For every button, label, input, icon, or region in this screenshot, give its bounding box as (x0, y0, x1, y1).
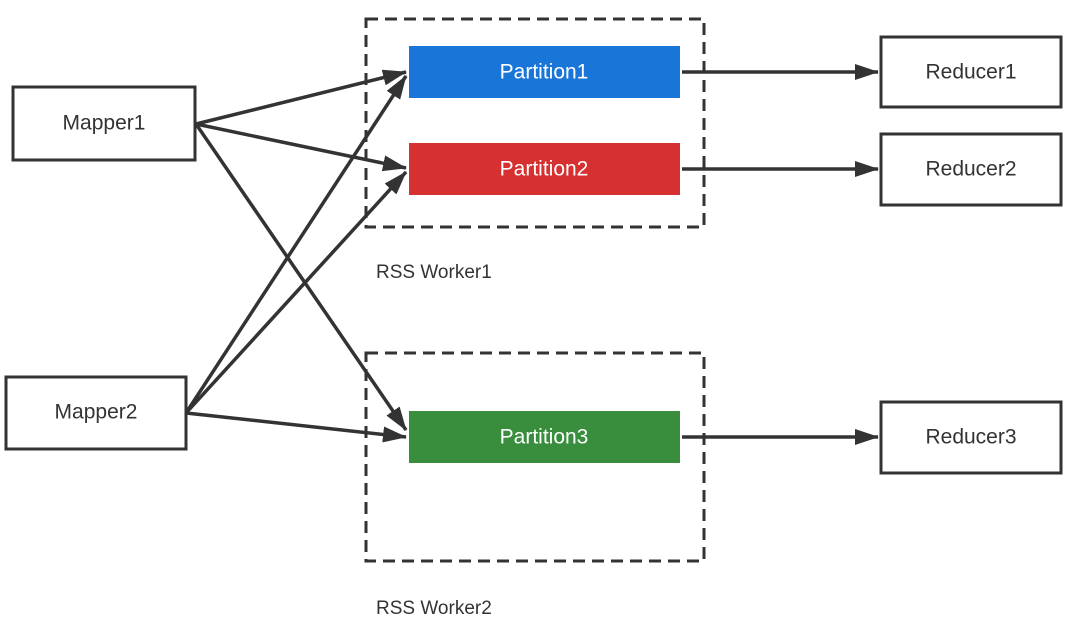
reducer-1-node: Reducer1 (879, 35, 1063, 109)
edges (184, 64, 879, 445)
reducer-2-label: Reducer2 (925, 158, 1016, 181)
mapper-1-box (11, 85, 197, 162)
mapper-1-label: Mapper1 (63, 112, 146, 135)
reducer-1-box (879, 35, 1063, 109)
rss-worker-2: RSS Worker2 (364, 351, 706, 619)
rss-worker-2-box (364, 351, 706, 563)
reducer-2-box (879, 132, 1063, 207)
edge-mapper2-partition1 (184, 75, 408, 414)
mapper-2-node: Mapper2 (4, 375, 188, 451)
partition-1-box (409, 46, 680, 98)
partition-2-box (409, 143, 680, 195)
reducer-3-box (879, 400, 1063, 475)
reducer-3-node: Reducer3 (879, 400, 1063, 475)
partition-2-node: Partition2 (409, 143, 680, 195)
partition-3-label: Partition3 (500, 426, 589, 449)
edge-mapper2-partition3 (185, 411, 407, 443)
partition-3-node: Partition3 (409, 411, 680, 463)
reducer-2-node: Reducer2 (879, 132, 1063, 207)
mapper-2-box (4, 375, 188, 451)
edge-mapper1-partition3 (194, 123, 408, 431)
reducer-1-label: Reducer1 (925, 61, 1016, 84)
edge-mapper2-partition2 (184, 170, 408, 415)
partition-1-node: Partition1 (409, 46, 680, 98)
edge-mapper1-partition2 (195, 122, 407, 172)
rss-worker-2-label: RSS Worker2 (376, 598, 492, 619)
mapper-1-node: Mapper1 (11, 85, 197, 162)
rss-worker-1: RSS Worker1 (364, 17, 706, 283)
mapper-2-label: Mapper2 (55, 401, 138, 424)
rss-worker-1-label: RSS Worker1 (376, 262, 492, 283)
partition-1-label: Partition1 (500, 61, 589, 84)
reducer-3-label: Reducer3 (925, 426, 1016, 449)
partition-2-label: Partition2 (500, 158, 589, 181)
rss-worker-1-box (364, 17, 706, 229)
edge-mapper1-partition1 (195, 69, 407, 126)
partition-3-box (409, 411, 680, 463)
